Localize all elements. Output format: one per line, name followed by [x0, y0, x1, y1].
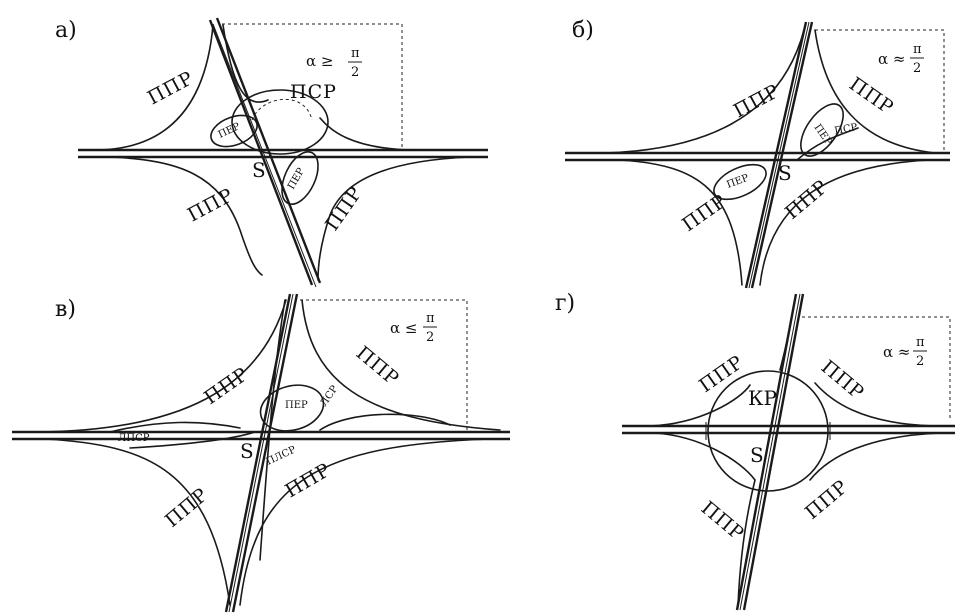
panel-g-angle-frame — [802, 316, 951, 420]
panel-g-ppr-top-right: ППР — [817, 356, 869, 404]
panel-v-per: ПЕР — [285, 400, 308, 411]
panel-a-main-road — [78, 148, 488, 159]
panel-b-per-left: ПЕР — [725, 173, 750, 191]
panel-a-angle-frame — [222, 23, 403, 147]
panel-v-label: в) — [55, 297, 76, 322]
panel-g-label: г) — [555, 291, 575, 316]
panel-v-lsr: ЛСР — [318, 384, 340, 409]
panel-b-corner-ramps — [604, 29, 936, 286]
panel-g: г) α ≈ π 2 ППР — [555, 291, 955, 611]
panel-b-loops — [713, 103, 859, 201]
panel-g-angle-prefix: α ≈ — [883, 343, 910, 361]
panel-a: а) α ≥ π 2 — [55, 17, 488, 288]
panel-a-ppr-bottom-left: ППР — [184, 184, 238, 226]
panel-g-corner-ramps — [649, 299, 941, 606]
panel-g-s-label: S — [750, 443, 764, 467]
panel-v-corner-ramps — [39, 299, 501, 606]
panel-a-psr: ПСР — [290, 81, 337, 103]
panel-g-frac-den: 2 — [916, 354, 924, 369]
panel-a-angle-prefix: α ≥ — [306, 52, 333, 70]
panel-b-ppr-top-left: ППР — [730, 80, 784, 122]
panel-a-frac-den: 2 — [351, 65, 359, 80]
panel-v-s-label: S — [240, 439, 254, 463]
panel-b-angle-frame — [815, 29, 945, 150]
panel-b: б) α ≈ π 2 ППР ППР ППР — [565, 18, 950, 289]
panel-v-ppr-top-left: ППР — [200, 363, 253, 409]
panel-b-s-label: S — [778, 161, 792, 185]
panel-g-frac-num: π — [916, 335, 925, 350]
panel-v-angle-prefix: α ≤ — [390, 319, 417, 337]
panel-b-frac-num: π — [913, 42, 922, 57]
panel-b-diagonal-road — [744, 21, 814, 289]
panel-a-corner-ramps — [99, 24, 471, 281]
panel-v-loops — [259, 384, 325, 432]
panel-b-main-road — [565, 151, 950, 162]
panel-v-angle: α ≤ π 2 — [390, 311, 437, 345]
panel-v-frac-den: 2 — [426, 330, 434, 345]
panel-g-angle: α ≈ π 2 — [883, 335, 927, 369]
panel-v-ppr-bottom-right: ППР — [282, 459, 335, 503]
panel-v-diagonal-road — [224, 293, 299, 613]
panel-a-s-label: S — [252, 158, 266, 182]
panel-a-diagonal-road — [208, 17, 322, 288]
panel-a-per-bottom: ПЕР — [286, 166, 307, 191]
panel-g-main-road — [622, 424, 955, 435]
panel-a-ppr-bottom-right: ППР — [321, 182, 367, 235]
panel-b-ppr-bottom-left: ППР — [678, 190, 731, 236]
panel-g-circle — [705, 370, 831, 492]
panel-b-label: б) — [572, 18, 594, 43]
panel-v-lpsr: ЛПСР — [118, 433, 150, 444]
panel-a-angle: α ≥ π 2 — [306, 46, 362, 80]
panel-b-angle-prefix: α ≈ — [878, 50, 905, 68]
panel-a-frac-num: π — [351, 46, 360, 61]
panel-g-ppr-top-left: ППР — [695, 351, 748, 397]
panel-b-ppr-top-right: ППР — [845, 73, 898, 119]
panel-v-angle-frame — [300, 299, 468, 430]
panel-g-ppr-bottom-left: ППР — [697, 497, 749, 545]
panel-v: в) α ≤ π 2 ППР — [12, 293, 510, 613]
panel-g-ppr-bottom-right: ППР — [801, 476, 853, 524]
panel-a-label: а) — [55, 18, 77, 43]
panel-b-psr: ПСР — [834, 122, 859, 137]
panel-v-plsr: ПЛСР — [265, 444, 298, 467]
panel-b-frac-den: 2 — [913, 61, 921, 76]
panel-a-loops — [210, 89, 329, 205]
panel-v-frac-num: π — [426, 311, 435, 326]
panel-g-diagonal-road — [735, 293, 805, 611]
panel-v-ppr-top-right: ППР — [352, 342, 404, 390]
panel-g-kr-label: КР — [748, 386, 777, 410]
panel-b-angle: α ≈ π 2 — [878, 42, 924, 76]
